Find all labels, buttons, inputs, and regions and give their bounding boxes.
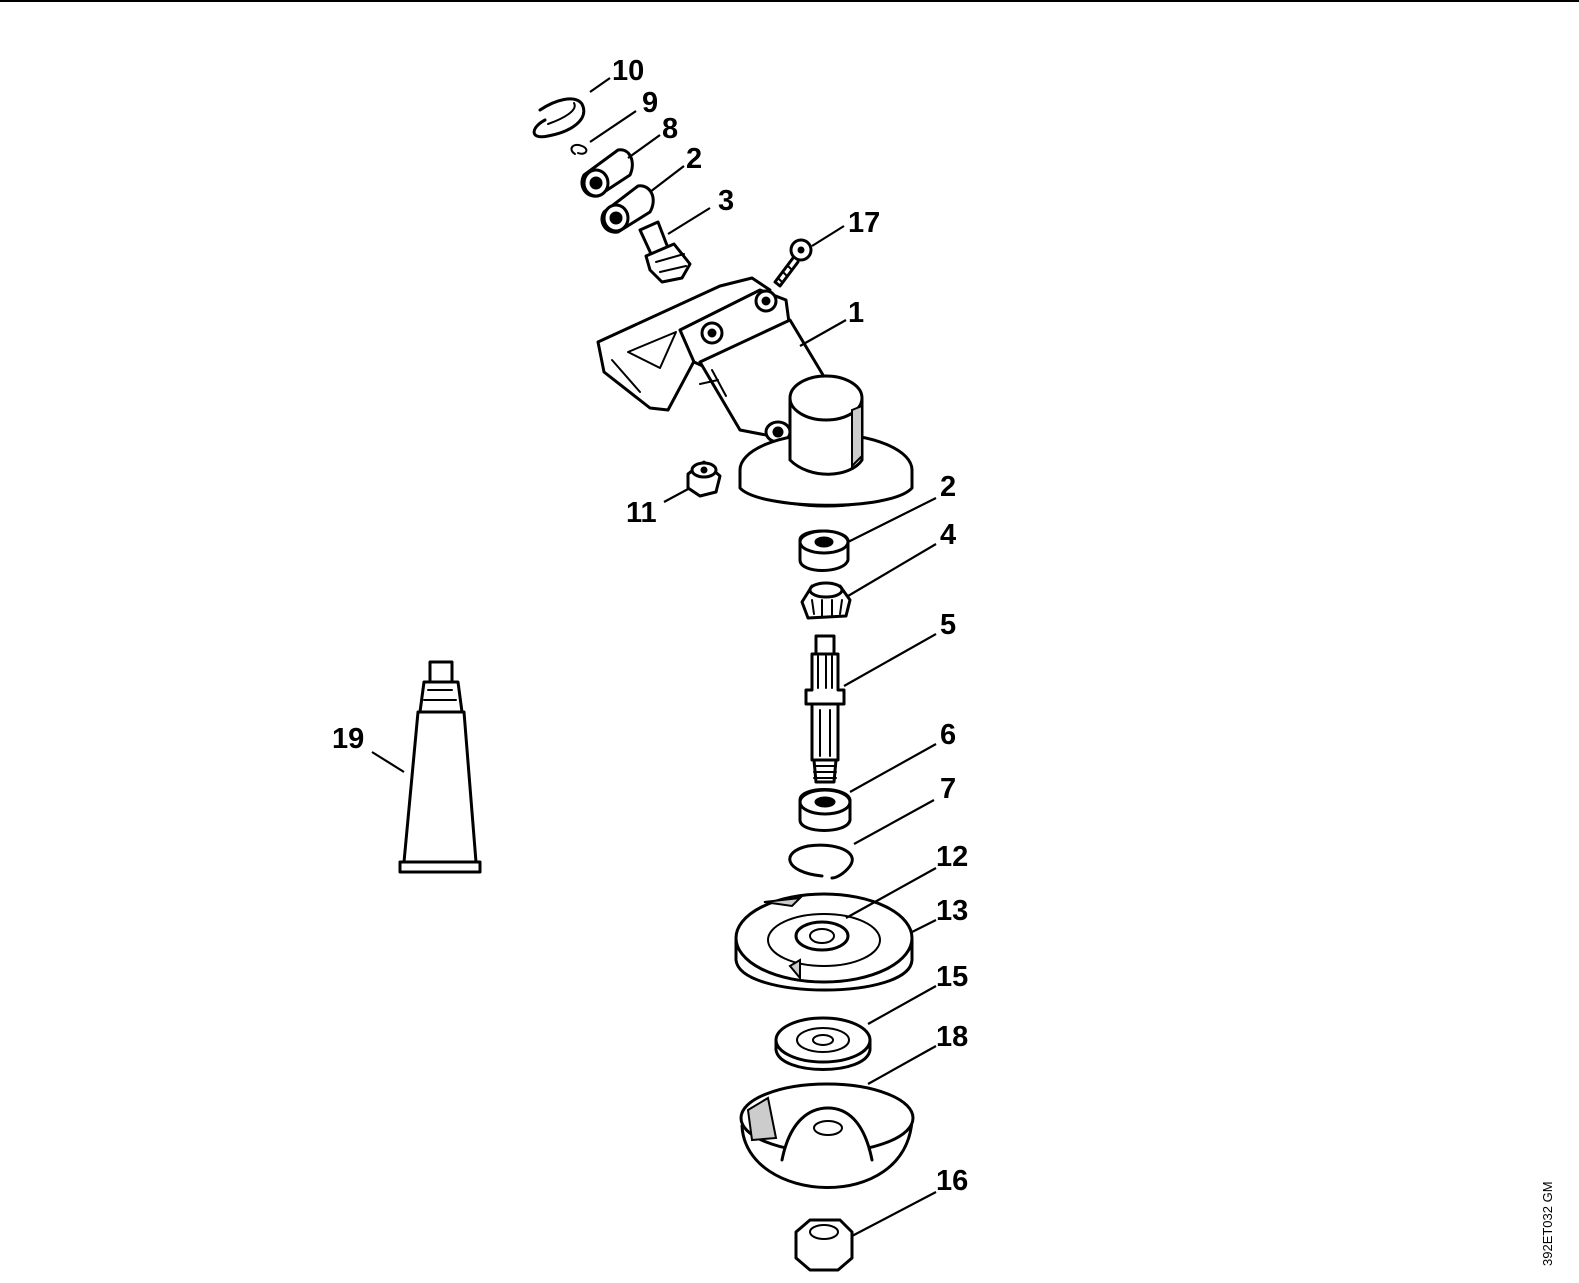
leader-6 — [849, 743, 937, 793]
leader-12 — [845, 867, 937, 919]
part-7-circlip[interactable] — [788, 843, 854, 880]
leader-2a — [649, 165, 685, 193]
part-15-thrust-washer[interactable] — [774, 1016, 872, 1071]
part-1-gear-housing[interactable] — [596, 276, 914, 508]
callout-3: 3 — [718, 185, 734, 217]
callout-2-lower: 2 — [940, 471, 956, 503]
callout-12: 12 — [936, 841, 968, 873]
leader-13 — [911, 919, 937, 933]
callout-11: 11 — [626, 497, 657, 529]
callout-13: 13 — [936, 895, 968, 927]
part-6-bearing[interactable] — [798, 788, 852, 832]
leader-18 — [867, 1045, 937, 1085]
leader-8 — [627, 134, 661, 159]
part-11-plug[interactable] — [686, 460, 722, 498]
callout-6: 6 — [940, 719, 956, 751]
callout-17: 17 — [848, 207, 880, 239]
part-13-thrust-plate[interactable] — [734, 892, 914, 992]
part-18-ground-cup[interactable] — [739, 1082, 915, 1189]
leader-17 — [811, 225, 845, 247]
callout-18: 18 — [936, 1021, 968, 1053]
callout-2-upper: 2 — [686, 143, 702, 175]
part-3-pinion-shaft[interactable] — [638, 220, 692, 284]
leader-16 — [851, 1191, 937, 1237]
callout-4: 4 — [940, 519, 956, 551]
leader-11 — [663, 487, 691, 503]
leader-2b — [847, 497, 937, 543]
leader-3 — [667, 207, 711, 235]
part-5-spindle[interactable] — [804, 634, 846, 784]
callout-16: 16 — [936, 1165, 968, 1197]
part-4-bevel-gear[interactable] — [800, 581, 852, 620]
leader-10 — [589, 77, 611, 93]
leader-7 — [853, 799, 935, 845]
leader-4 — [847, 543, 937, 597]
callout-10: 10 — [612, 55, 644, 87]
callout-7: 7 — [940, 773, 956, 805]
leader-1 — [799, 319, 847, 347]
callout-1: 1 — [848, 297, 864, 329]
part-10-circlip[interactable] — [532, 97, 586, 139]
callout-9: 9 — [642, 87, 658, 119]
part-16-nut[interactable] — [794, 1218, 854, 1272]
callout-19: 19 — [332, 723, 364, 755]
callout-8: 8 — [662, 113, 678, 145]
leader-9 — [589, 110, 637, 143]
leader-5 — [843, 633, 937, 687]
part-2-bearing-upper[interactable] — [600, 184, 655, 234]
part-9-retaining-clip[interactable] — [570, 144, 588, 155]
callout-5: 5 — [940, 609, 956, 641]
leader-15 — [867, 985, 937, 1025]
callout-15: 15 — [936, 961, 968, 993]
leader-19 — [371, 751, 405, 773]
part-8-bearing[interactable] — [580, 148, 634, 198]
drawing-reference-code: 392ET032 GM — [1540, 1181, 1555, 1266]
part-19-grease-tube[interactable] — [398, 660, 482, 874]
part-17-screw[interactable] — [773, 238, 813, 288]
part-2-bearing-lower[interactable] — [798, 529, 850, 572]
